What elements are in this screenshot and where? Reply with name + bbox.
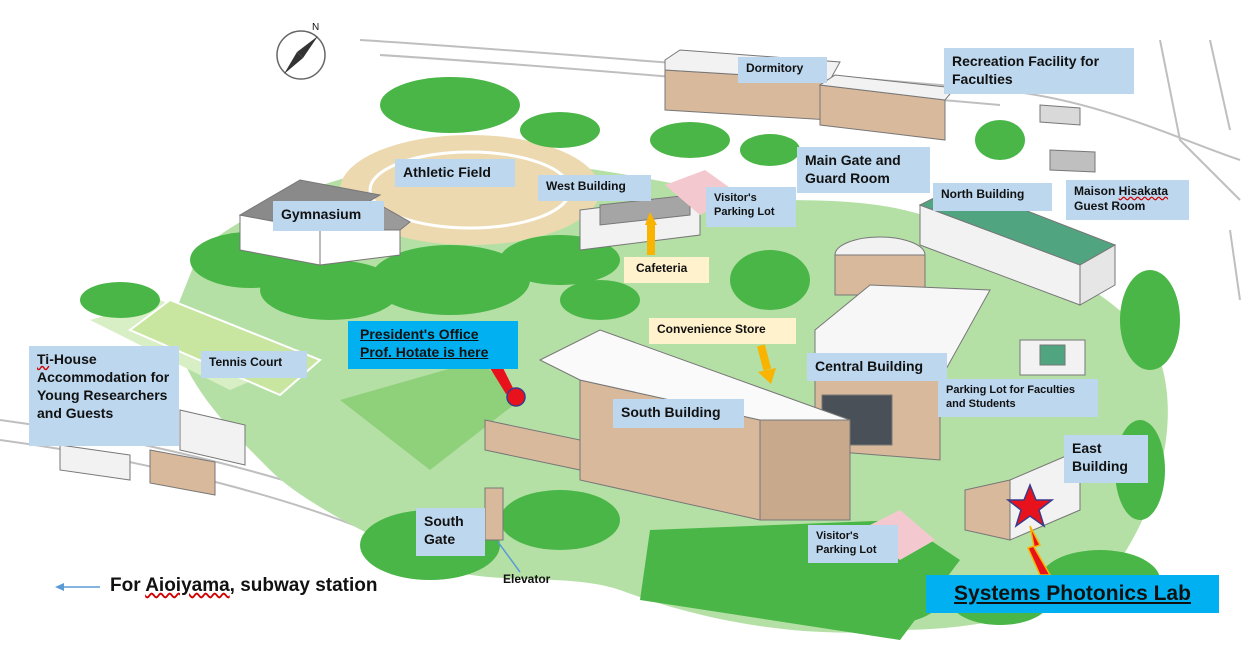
- label-west-building: West Building: [538, 175, 651, 201]
- maison-subtitle: Guest Room: [1074, 199, 1146, 213]
- label-central-building: Central Building: [807, 353, 947, 381]
- systems-photonics-lab-link[interactable]: Systems Photonics Lab: [926, 575, 1219, 613]
- president-office-marker: [490, 362, 526, 407]
- label-main-gate: Main Gate and Guard Room: [797, 147, 930, 193]
- label-south-building: South Building: [613, 399, 744, 428]
- label-visitor-parking-north: Visitor's Parking Lot: [706, 187, 796, 227]
- label-parking-faculties: Parking Lot for Faculties and Students: [938, 379, 1098, 417]
- maison-prefix: Maison: [1074, 184, 1119, 198]
- president-office-title: President's Office: [360, 326, 479, 342]
- label-south-gate: South Gate: [416, 508, 485, 556]
- president-office-note: Prof. Hotate is here: [360, 344, 489, 360]
- subway-direction-text: For Aioiyama, subway station: [110, 575, 377, 597]
- elevator-pointer: [497, 541, 521, 573]
- label-east-building: East Building: [1064, 435, 1148, 483]
- label-recreation-facility: Recreation Facility for Faculties: [944, 48, 1134, 94]
- label-athletic-field: Athletic Field: [395, 159, 515, 187]
- label-maison-hisakata: Maison Hisakata Guest Room: [1066, 180, 1189, 220]
- label-tennis-court: Tennis Court: [201, 351, 307, 378]
- label-elevator: Elevator: [503, 572, 551, 586]
- compass-north-letter: N: [312, 22, 320, 33]
- label-dormitory: Dormitory: [738, 57, 827, 83]
- convenience-store-arrow: [757, 344, 776, 384]
- label-cafeteria: Cafeteria: [624, 257, 709, 283]
- maison-name: Hisakata: [1118, 184, 1169, 198]
- subway-station-name: Aioiyama: [145, 575, 230, 596]
- ti-house-prefix: Ti: [37, 351, 50, 367]
- subway-direction-arrow: [55, 583, 100, 591]
- label-visitor-parking-south: Visitor's Parking Lot: [808, 525, 898, 563]
- ti-house-text: -House Accommodation for Young Researche…: [37, 351, 170, 421]
- subway-suffix: , subway station: [229, 575, 378, 596]
- compass-rose: [276, 30, 326, 80]
- label-ti-house: Ti-House Accommodation for Young Researc…: [29, 346, 179, 446]
- subway-prefix: For: [110, 575, 146, 596]
- label-gymnasium: Gymnasium: [273, 201, 384, 231]
- label-president-office: President's Office Prof. Hotate is here: [348, 321, 518, 369]
- label-convenience-store: Convenience Store: [649, 318, 796, 344]
- label-north-building: North Building: [933, 183, 1052, 211]
- cafeteria-arrow: [645, 212, 657, 255]
